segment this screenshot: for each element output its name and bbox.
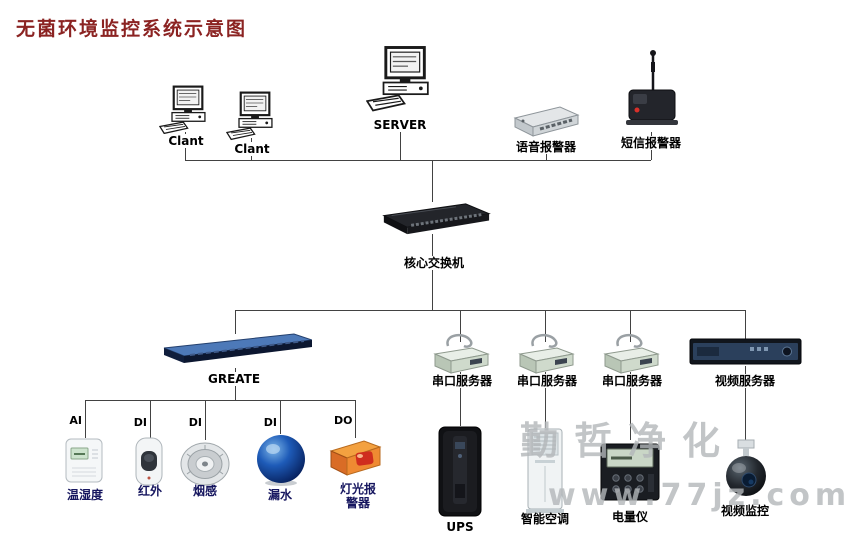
smoke-label: 烟感 [192,484,217,498]
video-monitor-label: 视频监控 [720,504,769,518]
greate-controller-icon [162,328,313,372]
water-leak-sensor-icon [254,432,308,492]
infrared-label: 红外 [137,484,162,498]
connector-line [630,372,631,440]
serial-server-1-icon [430,332,492,384]
light-alarm-label-line2: 警器 [345,496,370,510]
water-leak-label: 漏水 [267,488,292,502]
port-label-di-2: DI [188,416,202,429]
power-meter-icon [598,438,662,510]
sms-alarm-icon [620,48,682,140]
client1-computer-icon [158,84,211,140]
light-alarm-icon [326,436,384,484]
connector-line [235,310,745,311]
connector-line [630,310,631,342]
video-server-icon [688,334,803,372]
connector-line [150,400,151,438]
serial-server-1-label: 串口服务器 [428,374,496,388]
core-switch-icon [378,198,493,243]
client2-computer-icon [225,90,278,146]
smart-ac-label: 智能空调 [520,512,569,526]
connector-line [432,160,433,202]
connector-line [85,400,355,401]
server-computer-icon [365,44,436,118]
temp-humidity-label: 温湿度 [66,488,103,502]
connector-line [205,400,206,440]
serial-server-2-label: 串口服务器 [513,374,581,388]
light-alarm-label: 灯光报 警器 [328,482,388,510]
connector-line [432,234,433,310]
voice-alarm-icon [510,102,582,148]
page-title: 无菌环境监控系统示意图 [16,18,248,40]
connector-line [355,400,356,438]
video-server-label: 视频服务器 [708,374,782,388]
smart-ac-icon [521,426,569,518]
power-meter-label: 电量仪 [611,510,648,524]
video-monitor-camera-icon [718,438,774,506]
sms-alarm-label: 短信报警器 [614,136,688,150]
connector-line [745,366,746,440]
connector-line [85,400,86,438]
temp-humidity-sensor-icon [62,436,106,490]
watermark-url: www.77jz.com [548,478,845,513]
connector-line [460,372,461,426]
ups-icon [435,424,485,524]
connector-line [280,400,281,434]
port-label-di-3: DI [263,416,277,429]
serial-server-2-icon [515,332,577,384]
port-label-di-1: DI [133,416,147,429]
client2-label: Clant [224,142,280,156]
connector-line [185,160,651,161]
server-label: SERVER [366,118,434,132]
infrared-sensor-icon [131,436,167,492]
serial-server-3-icon [600,332,662,384]
connector-line [460,310,461,342]
connector-line [745,310,746,340]
ups-label: UPS [446,520,474,534]
connector-line [545,372,546,428]
core-switch-label: 核心交换机 [398,256,470,270]
port-label-do: DO [334,414,353,427]
light-alarm-label-line1: 灯光报 [339,482,376,496]
voice-alarm-label: 语音报警器 [509,140,583,154]
port-label-ai: AI [69,414,82,427]
connector-line [400,118,401,160]
serial-server-3-label: 串口服务器 [598,374,666,388]
greate-label: GREATE [192,372,276,386]
connector-line [545,310,546,342]
client1-label: Clant [158,134,214,148]
smoke-detector-icon [179,440,231,492]
connector-line [235,310,236,334]
